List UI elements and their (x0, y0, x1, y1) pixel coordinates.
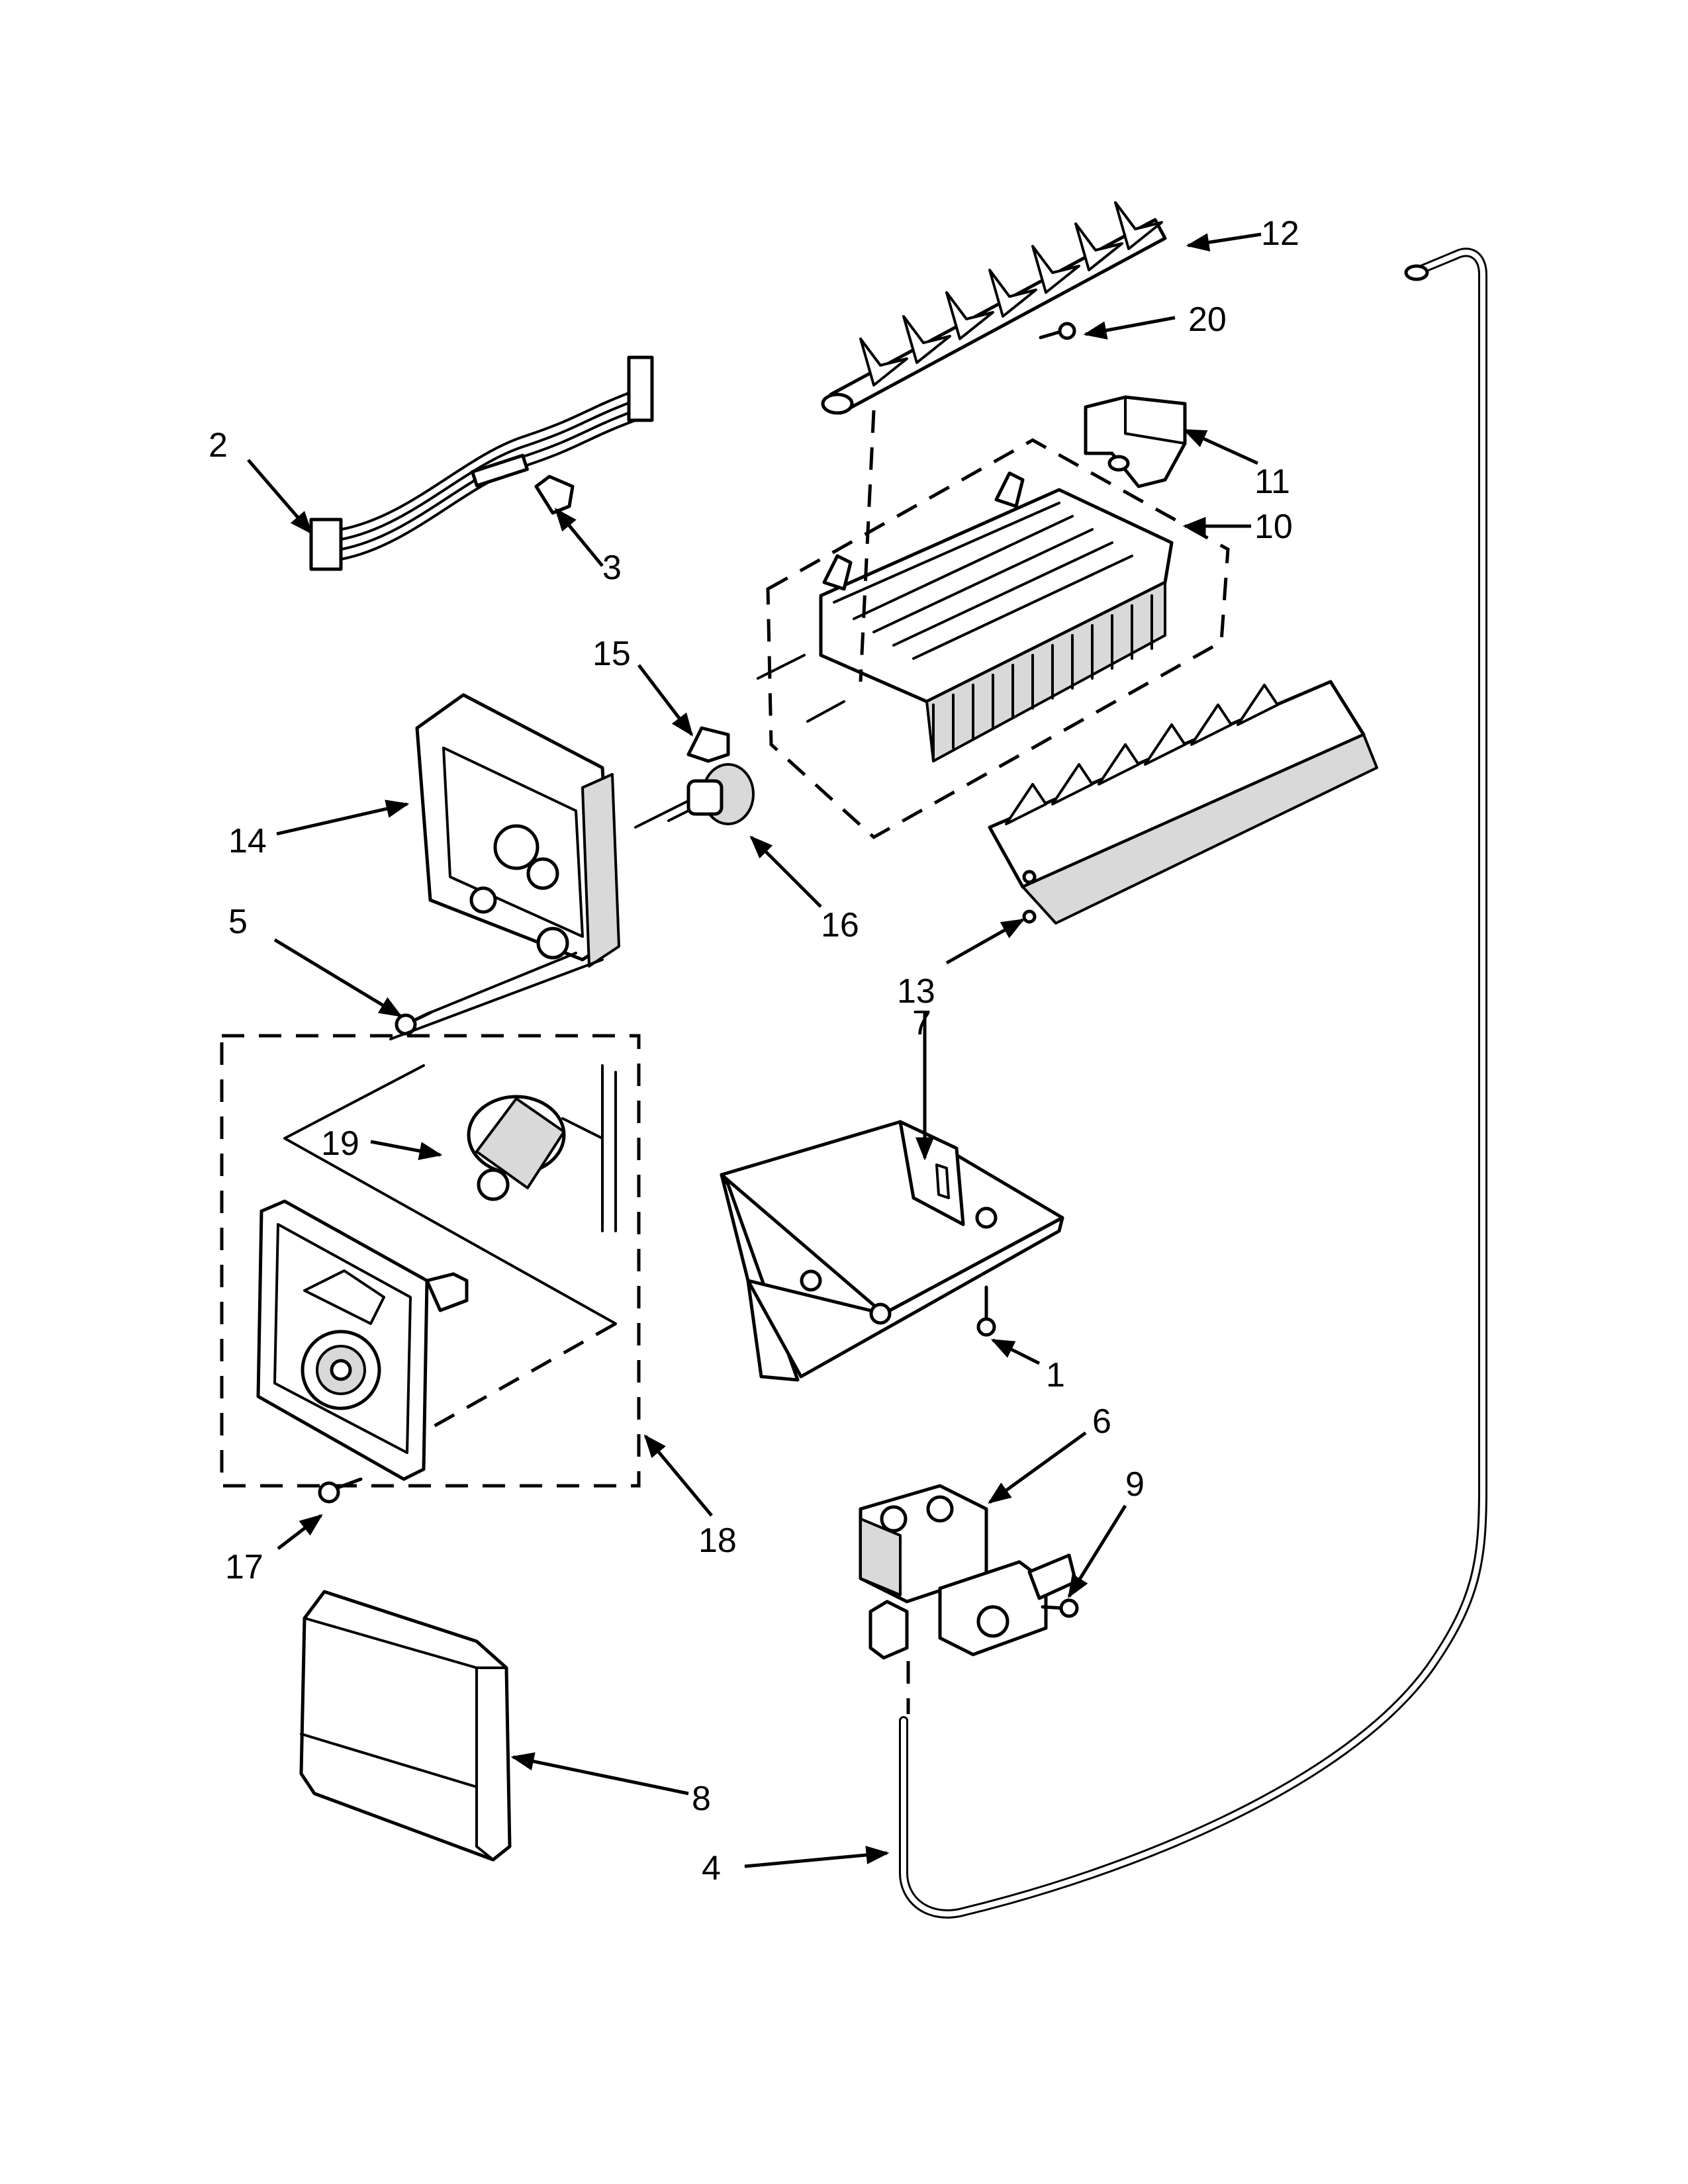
callout-5: 5 (228, 903, 248, 941)
callout-15: 15 (592, 635, 631, 673)
callout-6: 6 (1092, 1402, 1111, 1441)
callout-14: 14 (228, 822, 267, 860)
module-assembly-boundary (220, 1034, 641, 1488)
callout-17: 17 (225, 1548, 263, 1586)
callout-labels: 12 20 11 10 2 3 15 14 16 13 5 19 7 1 6 9… (209, 214, 1299, 1888)
module-bracket-line (283, 958, 617, 1325)
screw-20 (1039, 322, 1076, 340)
callout-19: 19 (321, 1124, 359, 1163)
callout-8: 8 (692, 1780, 711, 1818)
callout-1: 1 (1046, 1356, 1065, 1394)
screw-1 (976, 1285, 996, 1337)
ejector-part (821, 201, 1167, 415)
module-housing-part (256, 1199, 469, 1481)
screw-9 (1041, 1598, 1079, 1618)
leader-lines (247, 232, 1262, 1868)
callout-16: 16 (821, 906, 859, 944)
mounting-plate-part (415, 693, 620, 968)
screw-17 (318, 1477, 363, 1504)
water-valve-part (859, 1484, 1078, 1660)
thermostat-part (634, 763, 755, 829)
callout-10: 10 (1254, 508, 1293, 546)
fill-cup-part (1084, 395, 1187, 488)
ice-mold-part (757, 471, 1174, 762)
wire-harness-part (309, 355, 654, 571)
front-cover-part (299, 1590, 512, 1862)
callout-9: 9 (1125, 1465, 1145, 1504)
callout-3: 3 (602, 549, 622, 587)
motor-part (467, 1064, 617, 1232)
callout-7: 7 (912, 1004, 931, 1042)
screw-5 (395, 952, 577, 1036)
stripper-part (988, 680, 1378, 925)
callout-13: 13 (897, 972, 935, 1011)
clip-15 (686, 726, 730, 763)
callout-4: 4 (702, 1849, 721, 1888)
callout-20: 20 (1188, 300, 1227, 339)
cover-part (720, 1120, 1064, 1382)
clip-3 (534, 475, 575, 515)
callout-11: 11 (1254, 463, 1290, 501)
mold-assembly-boundary (766, 438, 1230, 840)
callout-2: 2 (209, 426, 228, 465)
water-tube-part (899, 248, 1487, 1919)
callout-12: 12 (1261, 214, 1299, 253)
callout-18: 18 (698, 1522, 737, 1560)
